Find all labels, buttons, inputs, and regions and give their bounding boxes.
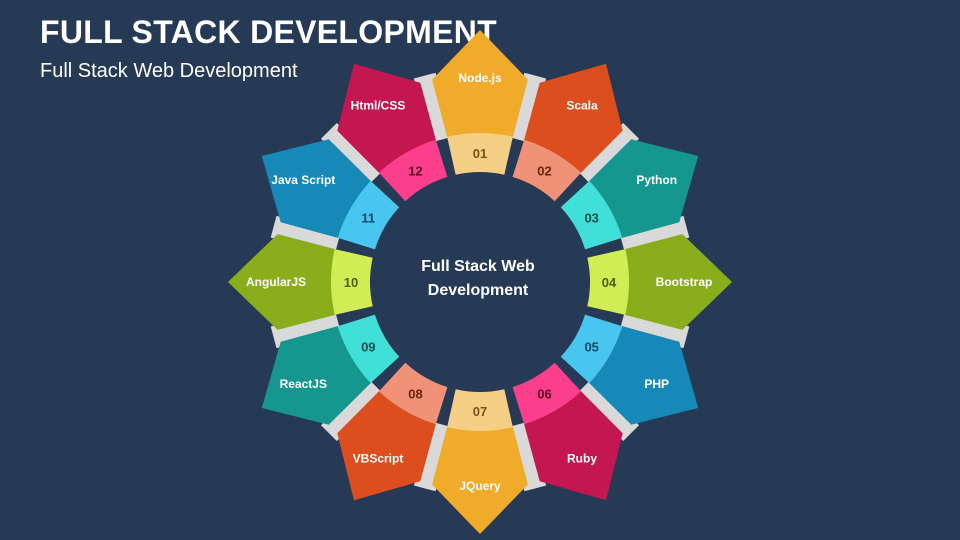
- segment-tile: [624, 234, 732, 330]
- segment-11: 11 Java Script: [261, 139, 400, 250]
- segment-number-band: [560, 180, 623, 250]
- segment-number: 06: [537, 387, 551, 402]
- segment-label: Ruby: [567, 452, 597, 466]
- segment-number: 01: [473, 146, 487, 161]
- segment-number: 02: [537, 163, 551, 178]
- segment-number: 05: [584, 340, 598, 355]
- segment-label: PHP: [644, 377, 669, 391]
- segment-number-band: [560, 314, 623, 384]
- segment-tile: [261, 139, 372, 239]
- segment-tile: [337, 63, 437, 174]
- segment-tile: [432, 30, 528, 138]
- segment-label: JQuery: [459, 479, 501, 493]
- segment-number: 09: [361, 340, 375, 355]
- connector-bar: [575, 377, 639, 441]
- segment-number-band: [378, 362, 448, 425]
- connector-bar: [321, 377, 385, 441]
- segment-tile: [228, 234, 336, 330]
- segment-02: 02 Scala: [512, 63, 623, 202]
- segment-12: 12 Html/CSS: [337, 63, 448, 202]
- segment-number-band: [337, 314, 400, 384]
- segment-label: VBScript: [353, 452, 404, 466]
- connector-bar: [321, 123, 385, 187]
- segment-number-band: [447, 133, 513, 175]
- segment-tile: [588, 325, 699, 425]
- segment-tile: [523, 390, 623, 501]
- segment-10: 10 AngularJS: [228, 234, 373, 330]
- segment-label: ReactJS: [280, 377, 327, 391]
- segment-number: 08: [408, 387, 422, 402]
- segment-number-band: [378, 139, 448, 202]
- segment-tile: [261, 325, 372, 425]
- segment-number-band: [337, 180, 400, 250]
- segment-tile: [337, 390, 437, 501]
- segment-tile: [432, 426, 528, 534]
- center-title-line1: Full Stack Web: [421, 258, 535, 275]
- segment-number: 12: [408, 163, 422, 178]
- segment-label: Java Script: [271, 173, 335, 187]
- segment-number: 07: [473, 404, 487, 419]
- segment-number-band: [447, 389, 513, 431]
- segment-01: 01 Node.js: [432, 30, 528, 175]
- segment-label: Python: [636, 173, 677, 187]
- segment-label: Bootstrap: [656, 275, 713, 289]
- page-subtitle: Full Stack Web Development: [40, 60, 298, 82]
- segments: 01 Node.js 02 Scala 03 Python 04 Bootstrap 05PHP…: [228, 30, 732, 534]
- connector-bar: [575, 123, 639, 187]
- segment-tile: [523, 63, 623, 174]
- segment-number: 11: [361, 211, 375, 226]
- segment-number-band: [512, 139, 582, 202]
- segment-label: AngularJS: [246, 275, 306, 289]
- segment-label: Scala: [566, 98, 598, 112]
- segment-number-band: [512, 362, 582, 425]
- segment-03: 03 Python: [560, 139, 699, 250]
- segment-label: Node.js: [458, 71, 502, 85]
- segment-number: 03: [584, 211, 598, 226]
- segment-tile: [588, 139, 699, 239]
- center-title-line2: Development: [428, 282, 529, 299]
- segment-number: 10: [344, 275, 358, 290]
- segment-number-band: [331, 249, 373, 315]
- segment-number: 04: [602, 275, 617, 290]
- page-title: FULL STACK DEVELOPMENT: [40, 14, 497, 50]
- segment-number-band: [587, 249, 629, 315]
- segment-label: Html/CSS: [351, 98, 406, 112]
- segment-04: 04 Bootstrap: [587, 234, 732, 330]
